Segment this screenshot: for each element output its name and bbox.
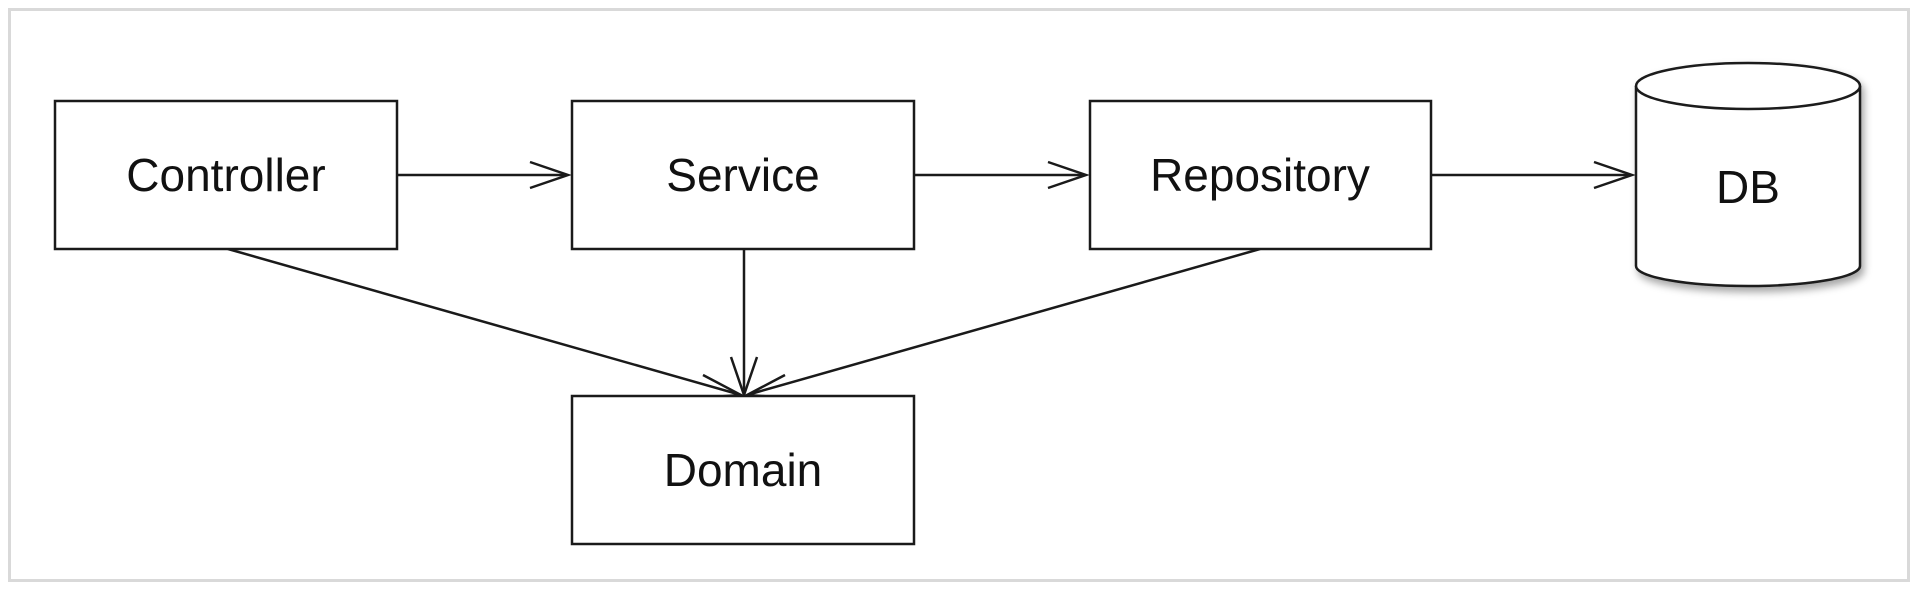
node-controller-label: Controller (126, 149, 325, 201)
edge-controller-service (397, 160, 572, 190)
arrowhead-icon (742, 373, 792, 400)
database-icon (1634, 61, 1862, 288)
node-repository: Repository (1088, 99, 1433, 251)
edge-controller-domain (227, 247, 746, 400)
node-domain-label: Domain (664, 444, 823, 496)
arrowhead-icon (696, 373, 746, 400)
node-db: DB (1634, 61, 1862, 288)
arrowhead-icon (1593, 160, 1636, 190)
edge-repository-domain (742, 247, 1261, 400)
arrowhead-icon (1047, 160, 1090, 190)
node-db-label: DB (1716, 161, 1780, 213)
edge-repository-db (1431, 160, 1636, 190)
node-domain: Domain (570, 394, 916, 546)
node-controller: Controller (53, 99, 399, 251)
node-service-label: Service (666, 149, 819, 201)
arrowhead-icon (529, 160, 572, 190)
node-repository-label: Repository (1150, 149, 1370, 201)
edge-service-repository (914, 160, 1090, 190)
edge-service-domain (729, 249, 759, 399)
node-service: Service (570, 99, 916, 251)
